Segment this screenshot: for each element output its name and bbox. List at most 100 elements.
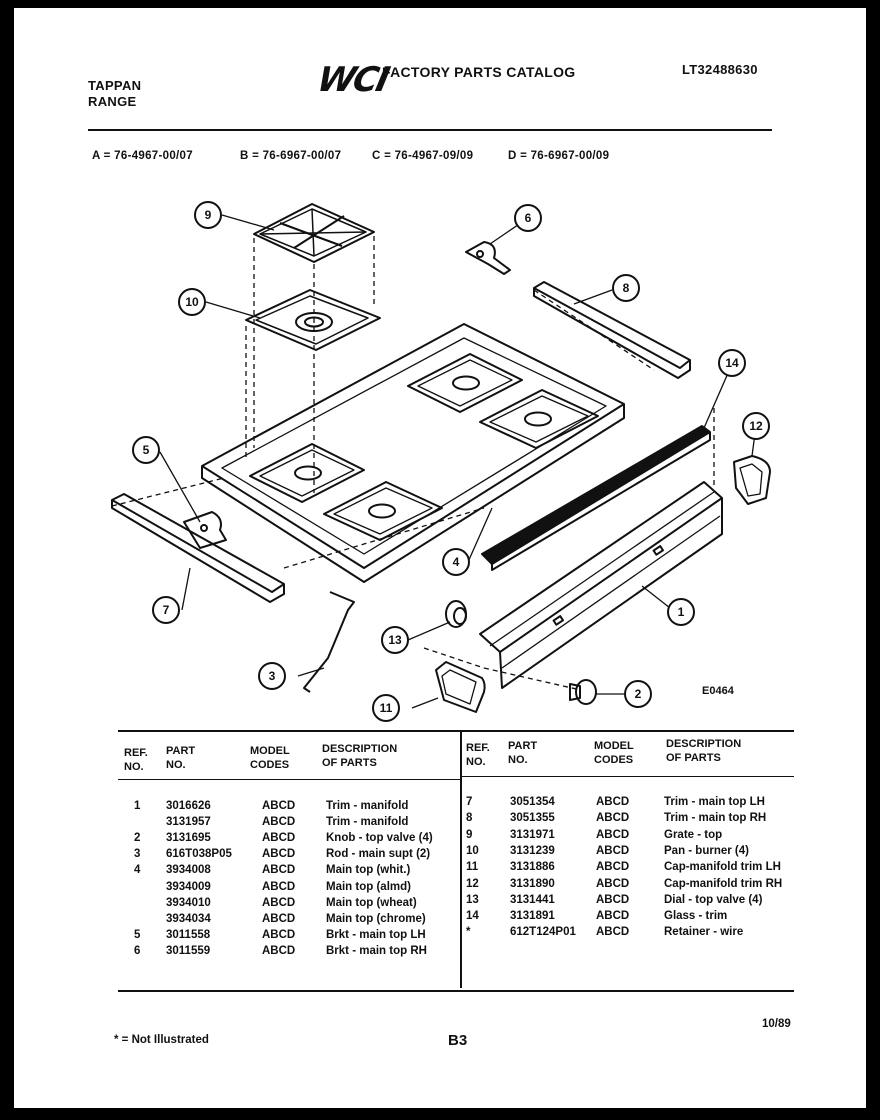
model-code-c: C = 76-4967-09/09	[372, 150, 474, 162]
model-codes-cell: ABCD	[596, 844, 630, 857]
callout-10: 10	[185, 295, 199, 309]
part-number-cell: 3934010	[166, 896, 211, 909]
description-cell: Grate - top	[664, 828, 723, 841]
part-number-cell: 3131891	[510, 910, 555, 923]
description-cell: Cap-manifold trim RH	[664, 877, 783, 890]
description-cell: Rod - main supt (2)	[326, 848, 431, 861]
part-bracket-lh	[183, 511, 227, 549]
description-cell: Trim - main top LH	[664, 796, 765, 808]
header-ref-left: REF.NO.	[124, 747, 148, 773]
ref-cell: 13	[466, 893, 479, 906]
callout-6: 6	[525, 211, 532, 225]
callout-14: 14	[725, 356, 739, 370]
part-knob	[569, 679, 597, 705]
callout-5: 5	[143, 443, 150, 457]
ref-cell: 14	[466, 910, 479, 923]
alignment-lines	[111, 236, 715, 694]
model-codes-cell: ABCD	[596, 877, 630, 890]
model-codes-cell: ABCD	[262, 896, 296, 909]
model-codes-cell: ABCD	[262, 880, 296, 893]
model-codes-cell: ABCD	[262, 912, 296, 925]
part-glass-trim	[481, 425, 711, 571]
callout-1: 1	[678, 605, 685, 619]
model-code-b: B = 76-6967-00/07	[240, 150, 342, 162]
part-trim-lh	[111, 493, 285, 603]
ref-cell: 7	[466, 796, 473, 808]
model-codes-cell: ABCD	[262, 832, 296, 845]
part-burner-pan	[245, 289, 381, 351]
part-number-cell: 3016626	[166, 800, 211, 812]
model-codes-cell: ABCD	[262, 864, 296, 877]
catalog-page: TAPPAN RANGE WCI FACTORY PARTS CATALOG L…	[14, 8, 866, 1108]
callouts	[132, 201, 770, 722]
ref-cell: *	[466, 926, 471, 939]
part-main-top	[201, 323, 625, 583]
part-number-cell: 3934034	[166, 912, 211, 925]
part-number-cell: 3131239	[510, 844, 555, 857]
callout-3: 3	[269, 669, 276, 683]
part-number-cell: 3131695	[166, 832, 211, 845]
part-bracket-rh	[465, 241, 511, 275]
description-cell: Main top (wheat)	[326, 896, 417, 909]
part-trim-rh	[533, 281, 691, 379]
description-cell: Trim - manifold	[326, 800, 409, 812]
ref-cell: 10	[466, 844, 479, 857]
ref-cell: 3	[134, 848, 141, 861]
ref-cell: 11	[466, 861, 479, 874]
part-number-cell: 3934008	[166, 864, 211, 877]
model-codes-cell: ABCD	[596, 926, 630, 939]
callout-7: 7	[163, 603, 170, 617]
description-cell: Dial - top valve (4)	[664, 893, 763, 906]
callout-labels: 9 10 6 8 14 12 5 7 4 1 3 13 2 11	[143, 208, 763, 715]
description-cell: Retainer - wire	[664, 926, 744, 939]
model-code-d: D = 76-6967-00/09	[508, 150, 610, 162]
callout-13: 13	[388, 633, 402, 647]
ref-cell: 2	[134, 832, 141, 845]
part-number-cell: 3011559	[166, 944, 211, 957]
catalog-title: FACTORY PARTS CATALOG	[382, 64, 576, 80]
header-ref-right: REF.NO.	[466, 742, 490, 768]
callout-12: 12	[749, 419, 763, 433]
description-cell: Main top (chrome)	[326, 912, 426, 925]
description-cell: Knob - top valve (4)	[326, 832, 433, 845]
part-number-cell: 3934009	[166, 880, 211, 893]
page-number: B3	[448, 1032, 468, 1049]
description-cell: Trim - main top RH	[664, 812, 767, 825]
part-cap-lh	[435, 661, 486, 713]
description-cell: Pan - burner (4)	[664, 844, 749, 857]
ref-cell: 1	[134, 800, 141, 812]
part-dial	[445, 600, 467, 628]
description-cell: Brkt - main top LH	[326, 928, 426, 941]
callout-2: 2	[635, 687, 642, 701]
model-codes-cell: ABCD	[262, 816, 296, 829]
description-cell: Main top (whit.)	[326, 864, 411, 877]
description-cell: Cap-manifold trim LH	[664, 861, 781, 874]
part-number-cell: 3051355	[510, 812, 555, 825]
leader-lines	[159, 214, 757, 709]
model-codes-cell: ABCD	[596, 828, 630, 841]
part-cap-rh	[733, 455, 771, 505]
right-header-rule	[462, 776, 794, 777]
description-cell: Brkt - main top RH	[326, 944, 427, 957]
model-codes-cell: ABCD	[596, 812, 630, 825]
exploded-parts-diagram: 9 10 6 8 14 12 5 7 4 1 3 13 2 11 E0464	[111, 201, 771, 722]
part-rod	[303, 591, 355, 693]
model-codes-cell: ABCD	[596, 861, 630, 874]
model-codes-cell: ABCD	[262, 928, 296, 941]
model-number: LT32488630	[682, 62, 758, 77]
left-header-rule	[118, 779, 460, 780]
model-codes-cell: ABCD	[596, 910, 630, 923]
brand-line-1: TAPPAN	[88, 78, 142, 93]
model-codes-cell: ABCD	[596, 893, 630, 906]
callout-4: 4	[453, 555, 460, 569]
callout-11: 11	[380, 701, 393, 715]
ref-cell: 4	[134, 864, 141, 877]
description-cell: Trim - manifold	[326, 816, 409, 829]
part-number-cell: 3131890	[510, 877, 555, 890]
table-bottom-rule	[118, 990, 794, 992]
